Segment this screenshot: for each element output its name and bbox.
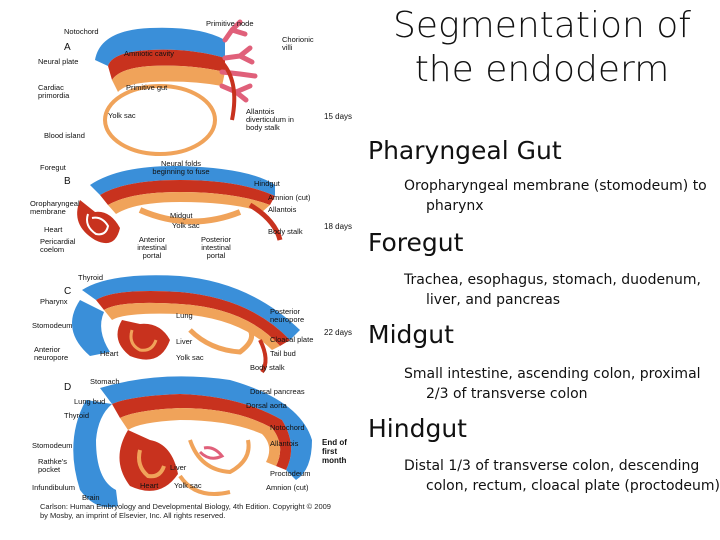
panel-a-letter: A bbox=[64, 42, 71, 53]
detail-midgut: Small intestine, ascending colon, proxim… bbox=[404, 366, 701, 402]
panel-b-drawing bbox=[77, 165, 283, 244]
d-rathkes-pocket-label: Rathke's pocket bbox=[38, 457, 67, 474]
a-amniotic-cavity-label: Amniotic cavity bbox=[124, 49, 175, 58]
c-cloacal-plate-label: Cloacal plate bbox=[270, 335, 314, 344]
a-primitive-gut-label: Primitive gut bbox=[126, 83, 168, 92]
d-stomodeum-label: Stomodeum bbox=[32, 441, 73, 450]
figure-credit: Carlson: Human Embryology and Developmen… bbox=[40, 502, 331, 520]
b-posterior-portal-label: Posterior intestinal portal bbox=[200, 235, 231, 260]
c-anterior-neuropore-label: Anterior neuropore bbox=[34, 345, 69, 362]
panel-c-drawing bbox=[72, 275, 300, 374]
b-neural-folds-label: Neural folds beginning to fuse bbox=[152, 159, 210, 176]
c-body-stalk-label: Body stalk bbox=[250, 363, 285, 372]
panel-b-letter: B bbox=[64, 176, 71, 187]
detail-pharyngeal-gut: Oropharyngeal membrane (stomodeum) to ph… bbox=[404, 178, 707, 214]
d-infundibulum-label: Infundibulum bbox=[32, 483, 75, 492]
d-stomach-label: Stomach bbox=[90, 377, 120, 386]
b-pericardial-label: Pericardial coelom bbox=[40, 237, 76, 254]
d-yolk-sac-label: Yolk sac bbox=[174, 481, 202, 490]
a-chorionic-villi-label: Chorionic villi bbox=[282, 35, 314, 52]
d-dorsal-aorta-label: Dorsal aorta bbox=[246, 401, 287, 410]
d-dorsal-pancreas-label: Dorsal pancreas bbox=[250, 387, 305, 396]
b-allantois-label: Allantois bbox=[268, 205, 297, 214]
b-midgut-label: Midgut bbox=[170, 211, 193, 220]
b-amnion-label: Amnion (cut) bbox=[268, 193, 311, 202]
d-amnion-label: Amnion (cut) bbox=[266, 483, 309, 492]
d-lung-bud-label: Lung bud bbox=[74, 397, 106, 406]
panel-c-days: 22 days bbox=[324, 328, 353, 337]
embryo-illustration bbox=[72, 19, 312, 508]
panel-d-letter: D bbox=[64, 382, 72, 393]
b-body-stalk-label: Body stalk bbox=[268, 227, 303, 236]
c-pharynx-label: Pharynx bbox=[40, 297, 68, 306]
c-yolk-sac-label: Yolk sac bbox=[176, 353, 204, 362]
panel-c-letter: C bbox=[64, 286, 72, 297]
embryo-figure: A 15 days Notochord Primitive node Neura… bbox=[30, 19, 353, 520]
b-foregut-label: Foregut bbox=[40, 163, 66, 172]
b-hindgut-label: Hindgut bbox=[254, 179, 280, 188]
d-brain-label: Brain bbox=[82, 493, 100, 502]
a-primitive-node-label: Primitive node bbox=[206, 19, 254, 28]
a-blood-island-label: Blood island bbox=[44, 131, 85, 140]
panel-a-days: 15 days bbox=[324, 112, 353, 121]
c-tail-bud-label: Tail bud bbox=[270, 349, 296, 358]
detail-foregut: Trachea, esophagus, stomach, duodenum, l… bbox=[404, 272, 701, 308]
c-posterior-neuropore-label: Posterior neuropore bbox=[270, 307, 305, 324]
a-notochord-label: Notochord bbox=[64, 27, 99, 36]
d-allantois-label: Allantois bbox=[270, 439, 299, 448]
c-heart-label: Heart bbox=[100, 349, 119, 358]
heading-pharyngeal-gut: Pharyngeal Gut bbox=[368, 136, 562, 165]
heading-hindgut: Hindgut bbox=[368, 414, 467, 443]
b-yolk-sac-label: Yolk sac bbox=[172, 221, 200, 230]
c-thyroid-label: Thyroid bbox=[78, 273, 104, 282]
b-oropharyngeal-label: Oropharyngeal membrane bbox=[30, 199, 80, 216]
c-liver-label: Liver bbox=[176, 337, 193, 346]
panel-d-days: End of first month bbox=[322, 438, 347, 465]
panel-a-drawing bbox=[95, 19, 258, 156]
a-yolk-sac-label: Yolk sac bbox=[108, 111, 136, 120]
d-heart-label: Heart bbox=[140, 481, 159, 490]
b-heart-label: Heart bbox=[44, 225, 63, 234]
d-notochord-label: Notochord bbox=[270, 423, 305, 432]
a-allantois-label: Allantois diverticulum in body stalk bbox=[246, 107, 294, 132]
panel-d-drawing bbox=[73, 376, 312, 508]
heading-foregut: Foregut bbox=[368, 228, 464, 257]
slide-title: Segmentation of the endoderm bbox=[393, 5, 691, 90]
d-thyroid-label: Thyroid bbox=[64, 411, 90, 420]
detail-hindgut: Distal 1/3 of transverse colon, descendi… bbox=[404, 458, 720, 494]
d-liver-label: Liver bbox=[170, 463, 187, 472]
a-neural-plate-label: Neural plate bbox=[38, 57, 79, 66]
c-lung-label: Lung bbox=[176, 311, 193, 320]
panel-b-days: 18 days bbox=[324, 222, 353, 231]
c-stomodeum-label: Stomodeum bbox=[32, 321, 73, 330]
a-cardiac-primordia-label: Cardiac primordia bbox=[38, 83, 70, 100]
d-proctodeum-label: Proctodeum bbox=[270, 469, 311, 478]
b-anterior-portal-label: Anterior intestinal portal bbox=[137, 235, 167, 260]
heading-midgut: Midgut bbox=[368, 320, 454, 349]
